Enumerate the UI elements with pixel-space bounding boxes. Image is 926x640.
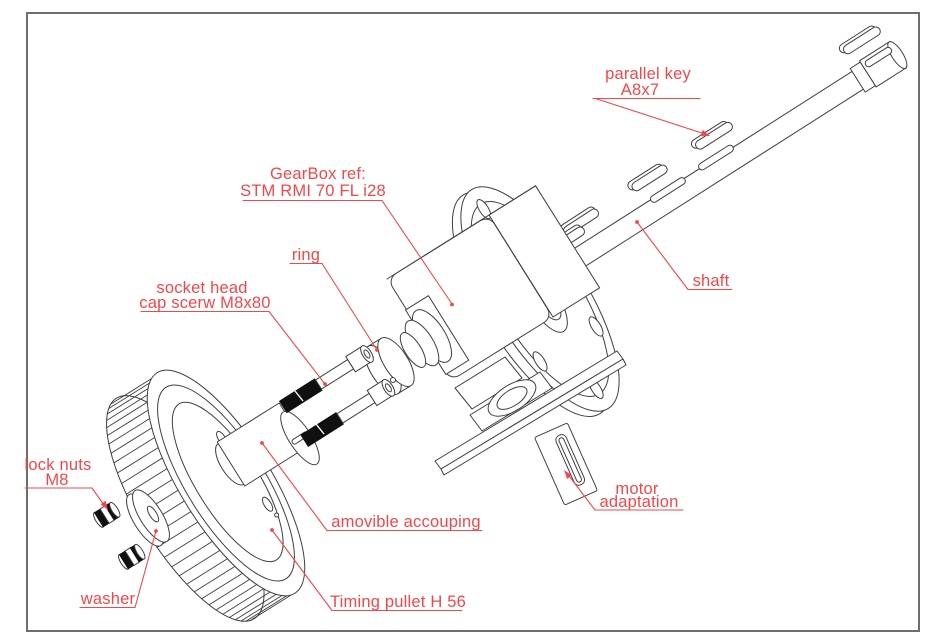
shaft-part <box>553 25 908 280</box>
washer-part <box>126 489 170 547</box>
motor-adaptation-part <box>534 423 598 505</box>
label-timing-pulley-text: Timing pullet H 56 <box>330 593 466 611</box>
label-coupling-text: amovible accouping <box>331 513 480 531</box>
lock-nut-2 <box>117 543 146 570</box>
label-parallel-key: parallel key A8x7 <box>592 65 710 136</box>
label-lock-nuts: lock nuts M8 <box>24 456 108 510</box>
label-motor-line1: motor <box>615 480 658 498</box>
base-plate-part <box>434 350 627 476</box>
label-parallel-key-line2: A8x7 <box>621 81 659 99</box>
label-lock-nuts-line2: M8 <box>45 471 68 489</box>
label-socket-line2: cap scerw M8x80 <box>139 294 270 312</box>
label-washer: washer <box>79 529 158 609</box>
ring-part <box>364 337 415 395</box>
label-motor-adaptation: motor adaptation <box>564 470 684 511</box>
cap-screw-2 <box>300 378 396 448</box>
label-ring-text: ring <box>292 246 320 264</box>
label-gearbox-line2: STM RMI 70 FL i28 <box>240 182 386 200</box>
label-gearbox-ref: GearBox ref: STM RMI 70 FL i28 <box>240 165 454 307</box>
label-motor-line2: adaptation <box>599 493 678 511</box>
label-ring: ring <box>289 246 379 352</box>
label-gearbox-line1: GearBox ref: <box>270 165 366 183</box>
label-coupling: amovible accouping <box>260 441 483 532</box>
label-socket-screw: socket head cap scerw M8x80 <box>139 279 327 386</box>
label-parallel-key-line1: parallel key <box>605 65 691 83</box>
label-lock-nuts-line1: lock nuts <box>25 456 92 474</box>
cap-screw-1 <box>278 345 374 414</box>
gearbox-input-boss <box>399 309 452 368</box>
label-shaft: shaft <box>635 220 733 291</box>
label-socket-line1: socket head <box>156 279 247 297</box>
label-timing-pulley: Timing pullet H 56 <box>270 528 466 612</box>
label-shaft-text: shaft <box>693 272 730 290</box>
label-washer-text: washer <box>80 590 136 608</box>
lock-nut-1 <box>92 501 121 528</box>
